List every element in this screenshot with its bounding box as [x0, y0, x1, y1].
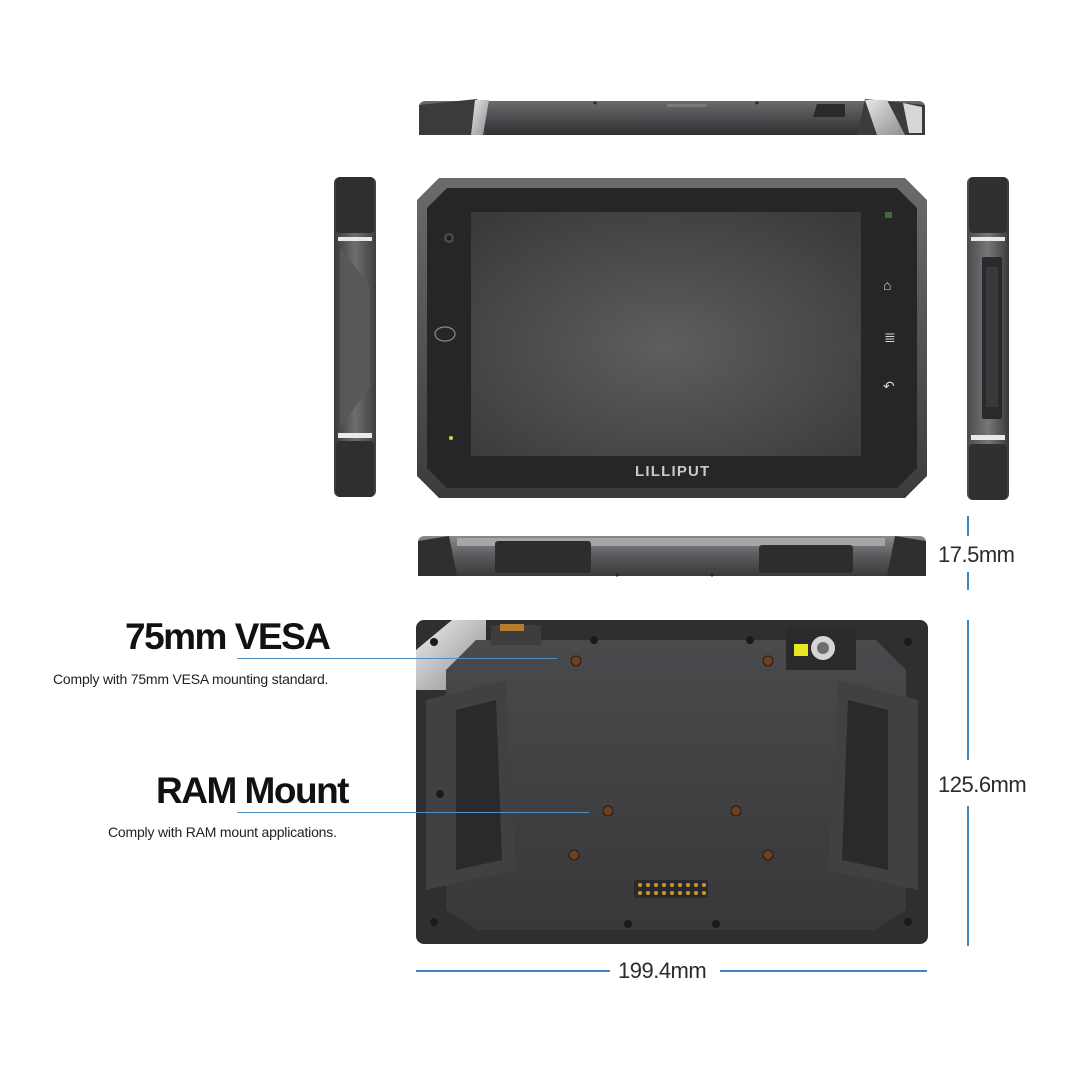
ram-title: RAM Mount — [156, 770, 350, 811]
vesa-description: Comply with 75mm VESA mounting standard. — [53, 671, 329, 687]
brand-logo: LILLIPUT — [635, 463, 711, 480]
width-line-right — [720, 970, 927, 972]
tablet-front-view: ⌂ ≣ ↶ LILLIPUT — [417, 178, 927, 498]
width-label: 199.4mm — [618, 958, 707, 983]
thickness-label: 17.5mm — [938, 542, 1015, 567]
height-line-bottom — [967, 806, 969, 946]
height-label: 125.6mm — [938, 772, 1027, 797]
vesa-title: 75mm VESA — [125, 616, 331, 657]
tablet-right-side-view — [966, 177, 1010, 500]
thickness-line-bottom — [967, 572, 969, 590]
tablet-left-side-view — [332, 177, 378, 497]
thickness-line-top — [967, 516, 969, 536]
back-icon[interactable]: ↶ — [883, 378, 895, 394]
ram-description: Comply with RAM mount applications. — [108, 824, 337, 840]
vesa-callout-line — [237, 658, 557, 659]
menu-icon[interactable]: ≣ — [884, 329, 896, 345]
tablet-top-edge-view — [417, 95, 927, 140]
width-line-left — [416, 970, 610, 972]
tablet-back-view — [416, 620, 928, 944]
height-line-top — [967, 620, 969, 760]
home-icon[interactable]: ⌂ — [883, 277, 892, 293]
tablet-bottom-edge-view — [417, 533, 927, 579]
ram-callout-line — [237, 812, 589, 813]
